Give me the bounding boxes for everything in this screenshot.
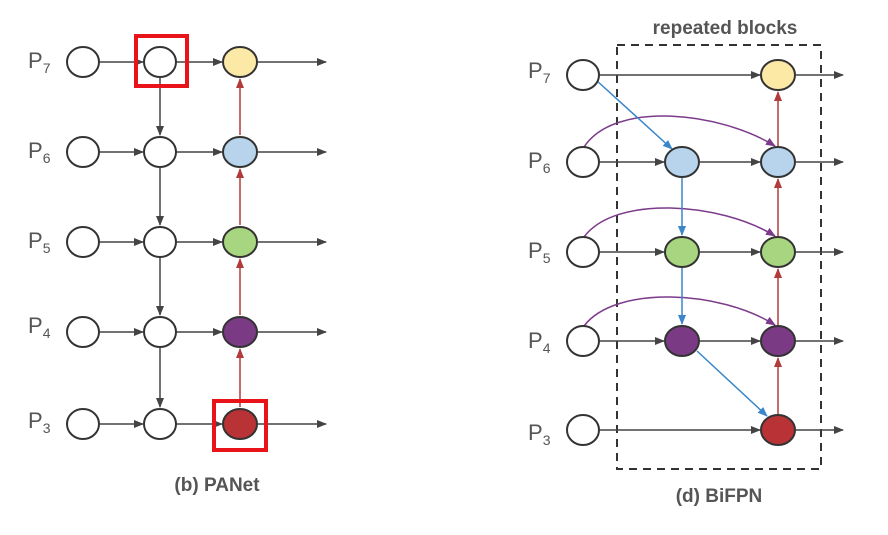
panet-input-node-p6	[66, 136, 100, 168]
panet-mid-node-p4	[143, 316, 177, 348]
panet-level-label-p5: P5	[28, 228, 51, 256]
panet-level-label-p7: P7	[28, 48, 51, 76]
bifpn-output-node-p4	[760, 325, 796, 357]
bifpn-skip-edge-p4	[583, 296, 776, 327]
bifpn-level-label-p6: P6	[528, 148, 551, 176]
bifpn-skip-edge-p5	[583, 207, 776, 238]
panet-caption: (b) PANet	[174, 475, 260, 496]
bifpn-level-label-p4: P4	[528, 328, 551, 356]
panet-mid-node-p3	[143, 408, 177, 440]
bifpn-input-node-p4	[566, 325, 600, 357]
bifpn-output-node-p7	[760, 59, 796, 91]
bifpn-input-node-p6	[566, 146, 600, 178]
bifpn-output-node-p5	[760, 236, 796, 268]
bifpn-repeated-block-frame	[616, 44, 822, 470]
panet-level-label-p3: P3	[28, 408, 51, 436]
bifpn-input-node-p3	[566, 414, 600, 446]
bifpn-level-label-p3: P3	[528, 420, 551, 448]
bifpn-mid-node-p6	[664, 146, 700, 178]
bifpn-topdown-edge-p7-p6	[595, 79, 673, 150]
panet-mid-node-p5	[143, 226, 177, 258]
panet-output-node-p5	[222, 226, 258, 258]
panet-mid-node-p7	[143, 46, 177, 78]
panet-mid-node-p6	[143, 136, 177, 168]
panet-input-node-p5	[66, 226, 100, 258]
bifpn-input-node-p7	[566, 59, 600, 91]
bifpn-mid-node-p5	[664, 236, 700, 268]
bifpn-diagram: repeated blocks P7 P6 P5 P4 P3	[528, 18, 844, 507]
panet-output-node-p6	[222, 136, 258, 168]
bifpn-topdown-edge-p4-p3	[696, 350, 768, 417]
panet-highlight-box-p3-out	[212, 399, 268, 452]
bifpn-output-node-p6	[760, 146, 796, 178]
bifpn-mid-node-p4	[664, 325, 700, 357]
panet-output-node-p3	[222, 408, 258, 440]
bifpn-caption: (d) BiFPN	[676, 486, 763, 507]
bifpn-level-label-p7: P7	[528, 58, 551, 86]
panet-diagram: P7 P6 P5 P4 P3	[28, 34, 327, 496]
bifpn-level-label-p5: P5	[528, 238, 551, 266]
panet-input-node-p4	[66, 316, 100, 348]
panet-highlight-box-p7-mid	[134, 34, 189, 88]
panet-level-label-p4: P4	[28, 313, 51, 341]
panet-output-node-p7	[222, 46, 258, 78]
bifpn-repeated-blocks-label: repeated blocks	[653, 18, 798, 39]
panet-input-node-p7	[66, 46, 100, 78]
panet-level-label-p6: P6	[28, 138, 51, 166]
panet-output-node-p4	[222, 316, 258, 348]
bifpn-input-node-p5	[566, 236, 600, 268]
panet-input-node-p3	[66, 408, 100, 440]
bifpn-skip-edge-p6	[583, 115, 776, 148]
bifpn-output-node-p3	[760, 414, 796, 446]
